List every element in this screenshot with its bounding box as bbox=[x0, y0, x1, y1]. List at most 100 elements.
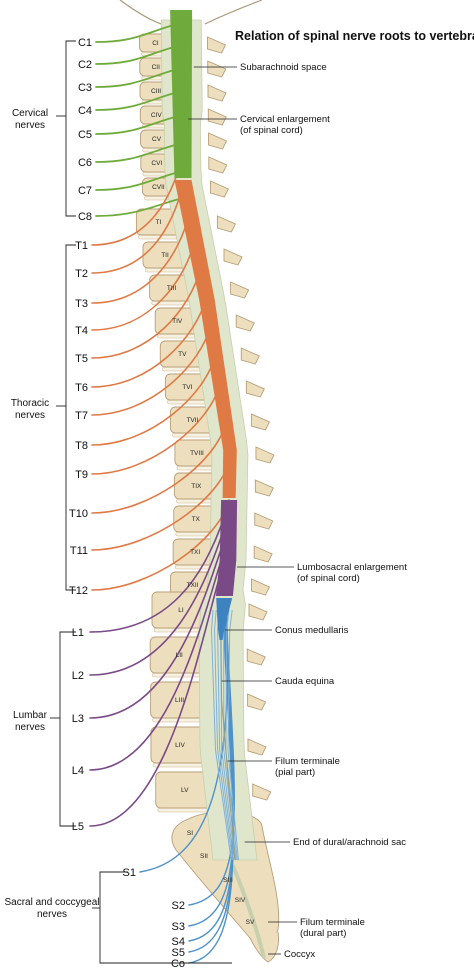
spinous-process bbox=[207, 60, 227, 78]
nerve-label-co: Co bbox=[171, 958, 185, 969]
cauda-equina-strand bbox=[227, 609, 239, 861]
nerve-label-s2: S2 bbox=[172, 900, 185, 912]
vertebra-label: CV bbox=[152, 136, 162, 143]
lumbar-nerve-root bbox=[89, 514, 226, 633]
vertebra-label: TVIII bbox=[190, 450, 204, 457]
intervertebral-disc bbox=[176, 498, 217, 504]
intervertebral-disc bbox=[172, 432, 213, 438]
nerve-label-c1: C1 bbox=[78, 37, 92, 49]
spinous-process bbox=[252, 783, 272, 801]
callout-label: (pial part) bbox=[275, 767, 315, 778]
nerve-label-t11: T11 bbox=[70, 545, 88, 557]
labels: CICIICIIICIVCVCVICVIITITIITIIITIVTVTVITV… bbox=[69, 37, 255, 969]
intervertebral-disc bbox=[152, 762, 208, 768]
cervical-nerve-root bbox=[95, 91, 179, 111]
spinous-process bbox=[223, 248, 243, 266]
thoracic-nerve-root bbox=[91, 354, 217, 446]
nerve-label-t12: T12 bbox=[69, 585, 88, 597]
vertebra-label: TIII bbox=[167, 285, 177, 292]
vertebra-label: LIII bbox=[175, 697, 184, 704]
callout-label: Filum terminale bbox=[275, 756, 340, 767]
nerve-label-c4: C4 bbox=[78, 105, 92, 117]
cervical-group-label: nerves bbox=[15, 120, 45, 131]
cord-cervical-segment bbox=[170, 10, 193, 178]
vertebra-label: SIV bbox=[235, 897, 246, 904]
vertebra-label: TIV bbox=[172, 318, 183, 325]
spinous-process bbox=[207, 36, 227, 54]
vertebra-label: TXI bbox=[190, 549, 200, 556]
cauda-equina-strand bbox=[217, 609, 235, 861]
nerve-label-c8: C8 bbox=[78, 211, 92, 223]
nerve-label-l4: L4 bbox=[72, 765, 84, 777]
spinous-process bbox=[255, 446, 275, 464]
spinous-process bbox=[247, 693, 267, 711]
cord-conus-medullaris bbox=[216, 598, 233, 640]
intervertebral-disc bbox=[157, 807, 212, 813]
vertebra-label: TIX bbox=[191, 483, 202, 490]
skull-base bbox=[119, 0, 169, 27]
spinous-process bbox=[245, 380, 265, 398]
vertebral-column bbox=[119, 0, 280, 963]
nerve-label-c3: C3 bbox=[78, 82, 92, 94]
vertebra-label: CVI bbox=[151, 160, 162, 167]
thoracic-group-label: nerves bbox=[15, 410, 45, 421]
nerve-label-t6: T6 bbox=[75, 382, 88, 394]
diagram-title: Relation of spinal nerve roots to verteb… bbox=[235, 29, 474, 43]
vertebra-label: CII bbox=[152, 64, 161, 71]
vertebra-label: TX bbox=[192, 516, 201, 523]
callout-label: (of spinal cord) bbox=[297, 573, 360, 584]
nerve-label-l5: L5 bbox=[72, 821, 84, 833]
callout-label: Lumbosacral enlargement bbox=[297, 562, 407, 573]
thoracic-nerve-root bbox=[91, 324, 212, 416]
spinous-process bbox=[240, 347, 260, 365]
nerve-label-c5: C5 bbox=[78, 129, 92, 141]
lumbar-nerve-root bbox=[89, 526, 226, 676]
nerve-label-t10: T10 bbox=[69, 508, 88, 520]
vertebra-label: TV bbox=[178, 351, 187, 358]
spinous-process bbox=[248, 603, 268, 621]
vertebra-label: TVII bbox=[186, 417, 198, 424]
lumbar-group-label: nerves bbox=[15, 722, 45, 733]
nerve-label-s5: S5 bbox=[172, 947, 185, 959]
callout-label: (dural part) bbox=[300, 928, 346, 939]
vertebra-label: SI bbox=[187, 830, 193, 837]
spinous-process bbox=[246, 648, 266, 666]
spinous-process bbox=[216, 215, 237, 233]
nerve-label-l1: L1 bbox=[72, 627, 84, 639]
intervertebral-disc bbox=[162, 366, 203, 372]
vertebra-label: TVI bbox=[182, 384, 192, 391]
sacral-group-label: nerves bbox=[37, 909, 67, 920]
vertebra-label: LII bbox=[176, 652, 183, 659]
nerve-label-c2: C2 bbox=[78, 59, 92, 71]
spinous-process bbox=[207, 84, 227, 102]
sacral-group-label: Sacral and coccygeal bbox=[4, 897, 99, 908]
spinous-process bbox=[251, 578, 271, 596]
filum-terminale-dural bbox=[230, 864, 266, 959]
intervertebral-disc bbox=[144, 267, 186, 273]
spinal-cord bbox=[170, 10, 239, 861]
vertebra-label: SII bbox=[200, 853, 208, 860]
cauda-equina-strand bbox=[214, 609, 233, 861]
spinous-process bbox=[235, 314, 255, 332]
spinous-process bbox=[254, 512, 274, 530]
vertebra-label: SV bbox=[246, 919, 255, 926]
nerve-label-t1: T1 bbox=[75, 240, 88, 252]
vertebra-label: TII bbox=[161, 252, 169, 259]
occiput bbox=[204, 0, 263, 25]
cervical-nerve-root bbox=[95, 115, 180, 135]
spinous-process bbox=[207, 108, 227, 126]
spinous-process bbox=[250, 413, 271, 431]
spinous-process bbox=[209, 180, 230, 198]
callout-label: Cauda equina bbox=[275, 676, 335, 687]
spinous-process bbox=[253, 545, 273, 563]
cervical-group-label: Cervical bbox=[12, 108, 48, 119]
callout-label: (of spinal cord) bbox=[240, 125, 303, 136]
callout-label: Filum terminale bbox=[300, 917, 365, 928]
nerve-label-l3: L3 bbox=[72, 713, 84, 725]
cervical-bracket bbox=[65, 40, 76, 217]
nerve-label-c6: C6 bbox=[78, 157, 92, 169]
vertebra-label: CIV bbox=[151, 112, 163, 119]
nerve-label-t4: T4 bbox=[75, 325, 88, 337]
spinous-process bbox=[208, 156, 228, 174]
